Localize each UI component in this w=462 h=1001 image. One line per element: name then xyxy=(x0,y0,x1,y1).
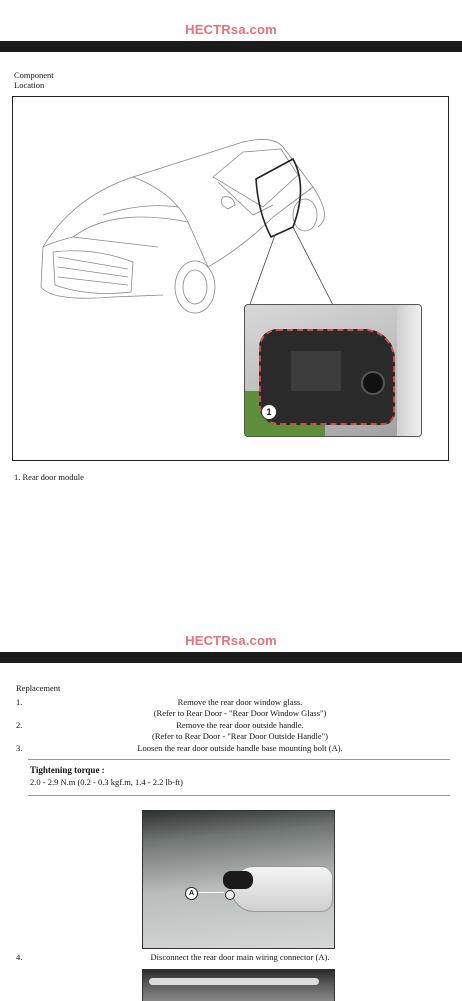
step-reference: (Refer to Rear Door - "Rear Door Window … xyxy=(153,708,327,718)
torque-spec-box: Tightening torque : 2.0 - 2.9 N.m (0.2 -… xyxy=(28,757,450,795)
callout-number-badge: 1 xyxy=(261,404,277,420)
replacement-title: Replacement xyxy=(16,683,61,693)
site-watermark-top: HECTRsa.com xyxy=(185,22,277,37)
section-title-line1: Component xyxy=(14,70,54,80)
step-number: 1. xyxy=(16,697,23,707)
door-module-photo: 1 xyxy=(244,304,422,437)
component-location-figure: 1 xyxy=(12,96,449,461)
section-title-line2: Location xyxy=(14,80,45,90)
step-text: Loosen the rear door outside handle base… xyxy=(137,743,343,753)
step-text: Remove the rear door outside handle. xyxy=(176,720,304,730)
step-text: Disconnect the rear door main wiring con… xyxy=(150,952,330,962)
torque-heading: Tightening torque : xyxy=(30,765,105,775)
module-panel xyxy=(291,351,341,391)
page-header-bar-2 xyxy=(0,652,462,663)
speaker-icon xyxy=(361,371,385,395)
step-reference: (Refer to Rear Door - "Rear Door Outside… xyxy=(152,731,328,741)
outside-handle-photo: A xyxy=(142,810,335,949)
handle-base-recess xyxy=(223,871,253,889)
mounting-bolt xyxy=(225,890,235,900)
torque-rule-bottom xyxy=(28,795,450,796)
figure-caption: 1. Rear door module xyxy=(14,472,84,482)
step-number: 3. xyxy=(16,743,23,753)
site-watermark-mid: HECTRsa.com xyxy=(185,633,277,648)
torque-rule-top xyxy=(28,759,450,760)
car-line-drawing xyxy=(40,139,334,314)
callout-label-badge: A xyxy=(185,887,198,900)
step-number: 2. xyxy=(16,720,23,730)
wiring-connector-photo xyxy=(142,969,335,1001)
step-number: 4. xyxy=(16,952,23,962)
step-text: Remove the rear door window glass. xyxy=(177,697,303,707)
callout-leader xyxy=(198,892,224,893)
page-header-bar xyxy=(0,41,462,52)
door-module-outline xyxy=(259,329,395,425)
torque-value: 2.0 - 2.9 N.m (0.2 - 0.3 kgf.m, 1.4 - 2.… xyxy=(30,777,183,787)
door-panel-edge xyxy=(149,978,319,985)
door-frame xyxy=(397,305,421,436)
